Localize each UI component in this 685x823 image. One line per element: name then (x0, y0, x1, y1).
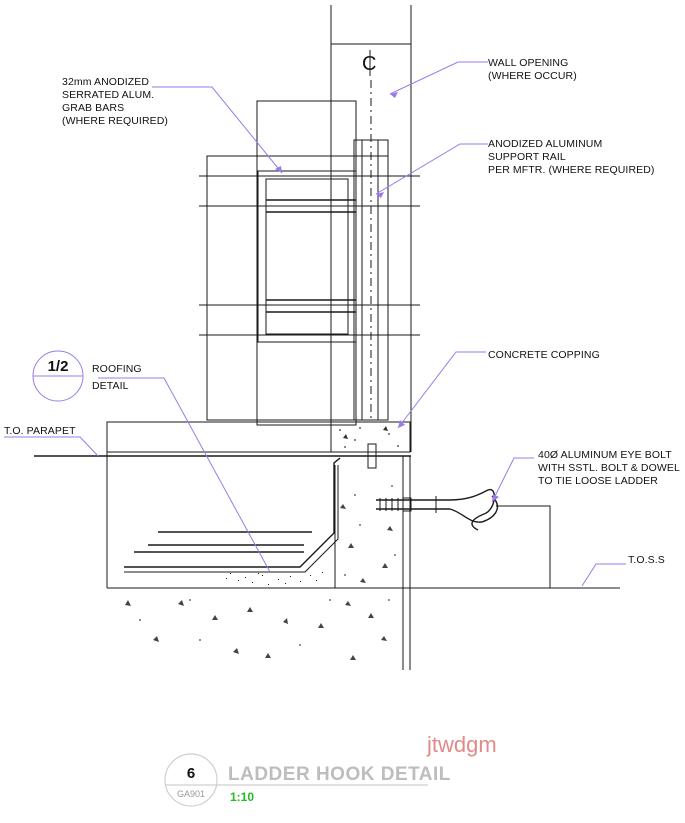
title-block: 6 GA901 LADDER HOOK DETAIL 1:10 (164, 753, 451, 807)
note-line: ANODIZED ALUMINUM (488, 138, 602, 150)
concrete-copping (34, 421, 411, 469)
note-line: (WHERE REQUIRED) (62, 115, 168, 127)
note-roofing-detail: ROOFING DETAIL (92, 363, 142, 392)
sheet-reference: GA901 (177, 789, 205, 799)
roofing-layers (124, 457, 341, 585)
detail-title: LADDER HOOK DETAIL (228, 764, 451, 785)
detail-scale: 1:10 (230, 790, 254, 804)
eye-bolt (376, 489, 551, 588)
grab-bar-assembly (199, 100, 420, 426)
note-wall-opening: WALL OPENING (WHERE OCCUR) (488, 57, 577, 82)
leader-lines (4, 61, 626, 587)
note-line: SUPPORT RAIL (488, 151, 566, 163)
note-to-parapet: T.O. PARAPET (4, 425, 76, 437)
roofing-bubble-number: 1/2 (48, 358, 69, 375)
roofing-detail-bubble: 1/2 (32, 350, 84, 402)
roofing-gravel (226, 572, 323, 585)
note-line: WALL OPENING (488, 57, 568, 69)
note-line: 32mm ANODIZED (62, 76, 149, 88)
note-concrete-copping: CONCRETE COPPING (488, 349, 600, 361)
note-line: 40Ø ALUMINUM EYE BOLT (538, 449, 672, 461)
note-line: DETAIL (92, 380, 129, 392)
note-line: GRAB BARS (62, 102, 124, 114)
note-line: TO TIE LOOSE LADDER (538, 475, 658, 487)
centerline-symbol: C (362, 53, 376, 75)
note-line: (WHERE OCCUR) (488, 70, 577, 82)
note-line: SERRATED ALUM. (62, 89, 154, 101)
note-grab-bars: 32mm ANODIZED SERRATED ALUM. GRAB BARS (… (62, 76, 168, 127)
note-eye-bolt: 40Ø ALUMINUM EYE BOLT WITH SSTL. BOLT & … (538, 449, 680, 487)
parapet-body (106, 452, 620, 670)
centerline: C CL (362, 50, 376, 418)
note-line: PER MFTR. (WHERE REQUIRED) (488, 164, 655, 176)
detail-number: 6 (187, 765, 195, 782)
note-line: WITH SSTL. BOLT & DOWEL (538, 462, 680, 474)
note-support-rail: ANODIZED ALUMINUM SUPPORT RAIL PER MFTR.… (488, 138, 655, 176)
note-line: ROOFING (92, 363, 142, 375)
note-toss: T.O.S.S (628, 554, 665, 566)
watermark: jtwdgm (426, 732, 497, 757)
concrete-slab (125, 485, 396, 660)
wall-column (330, 5, 412, 452)
